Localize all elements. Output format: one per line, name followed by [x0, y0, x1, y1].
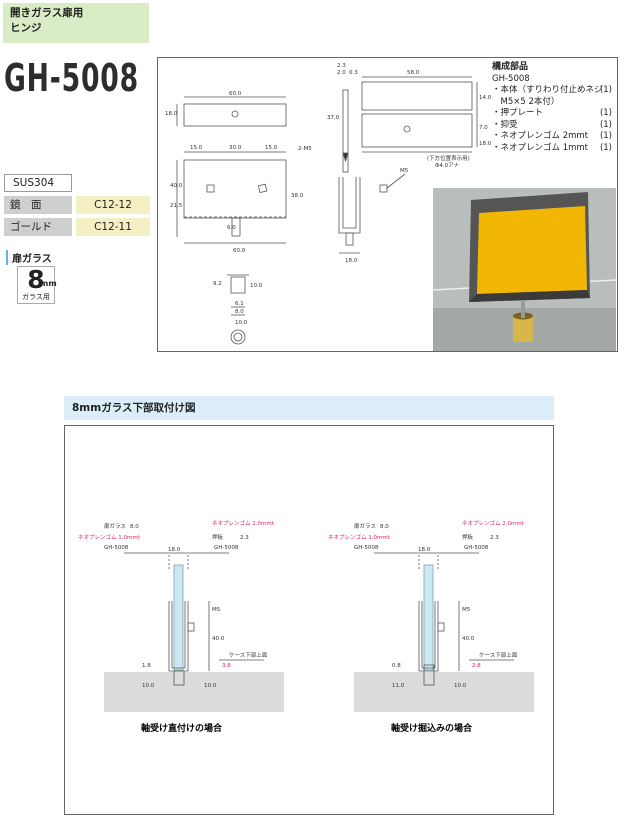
component-list-model: GH-5008	[492, 73, 530, 84]
label-glass-value: 8.0	[130, 524, 139, 530]
label-plate: 押板	[212, 533, 224, 541]
category-line-2: ヒンジ	[10, 22, 42, 34]
product-photo	[433, 188, 616, 351]
glass-thickness-badge: 8 mm ガラス用	[17, 265, 57, 304]
svg-text:15.0: 15.0	[190, 145, 203, 151]
installation-drawings: 扉ガラス 8.0 ネオプレンゴム 2.0mmt ネオプレンゴム 1.0mmt 押…	[78, 519, 534, 734]
label-plate-value: 2.3	[490, 535, 499, 541]
finish-name: ゴールド	[4, 218, 72, 236]
label-dim1: 1.8	[142, 663, 151, 669]
finish-code: C12-11	[76, 218, 150, 236]
component-list: 構成部品 GH-5008 ・本体（すりわり付止めネジ(1) M5×5 2本付） …	[492, 62, 612, 154]
svg-text:6.0: 6.0	[227, 225, 236, 231]
svg-text:14.0: 14.0	[479, 95, 492, 101]
svg-text:37.0: 37.0	[327, 115, 340, 121]
label-dim3: 10.0	[454, 683, 467, 689]
label-dim2: 11.0	[392, 683, 405, 689]
component-list-title: 構成部品	[492, 62, 529, 72]
label-rubber2: ネオプレンゴム 2.0mmt	[462, 519, 525, 527]
svg-text:6.1: 6.1	[235, 301, 244, 307]
component-item: M5×5 2本付）	[492, 96, 560, 107]
installation-drawing-frame	[64, 425, 554, 815]
label-model-left: GH-5008	[354, 545, 379, 551]
product-category-header: 開きガラス扉用 ヒンジ	[3, 3, 149, 43]
svg-text:0.3: 0.3	[349, 70, 358, 76]
section-title: 8mmガラス下部取付け図	[64, 396, 554, 420]
label-glass: 扉ガラス	[104, 522, 126, 530]
svg-text:58.0: 58.0	[407, 70, 420, 76]
component-item: ・押プレート(1)	[492, 108, 612, 118]
label-height: 40.0	[462, 636, 475, 642]
label-rubber2: ネオプレンゴム 2.0mmt	[212, 519, 275, 527]
technical-drawing-frame	[157, 57, 618, 352]
install-caption-direct: 軸受け直付けの場合	[141, 722, 223, 734]
label-glass: 扉ガラス	[354, 522, 376, 530]
install-caption-recessed: 軸受け掘込みの場合	[391, 722, 473, 734]
label-width: 18.0	[168, 547, 181, 553]
glass-unit: mm	[40, 279, 57, 288]
svg-text:9.2: 9.2	[213, 281, 222, 287]
label-plate-value: 2.3	[240, 535, 249, 541]
glass-label: 扉ガラス	[6, 250, 52, 265]
svg-text:(下方位置表示用): (下方位置表示用)	[427, 154, 470, 162]
svg-text:15.0: 15.0	[265, 145, 278, 151]
category-line-1: 開きガラス扉用	[10, 7, 84, 19]
material-label: SUS304	[4, 174, 72, 192]
svg-text:18.0: 18.0	[345, 258, 358, 264]
svg-text:60.0: 60.0	[233, 248, 246, 254]
label-model-right: GH-5008	[464, 545, 489, 551]
svg-text:2-M5: 2-M5	[298, 146, 312, 152]
label-model-right: GH-5008	[214, 545, 239, 551]
finish-code: C12-12	[76, 196, 150, 214]
label-rubber1: ネオプレンゴム 1.0mmt	[78, 533, 141, 541]
component-item: ・ネオプレンゴム 1mmt(1)	[492, 142, 612, 153]
svg-text:Φ4.0アナ: Φ4.0アナ	[435, 162, 459, 169]
component-item: ・ネオプレンゴム 2mmt(1)	[492, 131, 612, 141]
label-glass-value: 8.0	[380, 524, 389, 530]
label-height: 40.0	[212, 636, 225, 642]
label-dim4: 3.8	[222, 663, 231, 669]
svg-text:8.0: 8.0	[235, 309, 244, 315]
label-dim1: 0.8	[392, 663, 401, 669]
svg-text:18.0: 18.0	[165, 111, 178, 117]
svg-text:30.0: 30.0	[229, 145, 242, 151]
label-dim2: 10.0	[142, 683, 155, 689]
svg-text:2.3: 2.3	[337, 63, 346, 69]
svg-text:40.0: 40.0	[170, 183, 183, 189]
svg-text:38.0: 38.0	[291, 193, 304, 199]
label-dim3: 10.0	[204, 683, 217, 689]
finish-name: 鏡 面	[4, 196, 72, 214]
label-case: ケース下部上面	[229, 651, 268, 659]
glass-thickness: 8	[27, 265, 45, 294]
label-width: 18.0	[418, 547, 431, 553]
svg-text:2.0: 2.0	[337, 70, 346, 76]
svg-text:60.0: 60.0	[229, 91, 242, 97]
label-m5: M5	[462, 607, 471, 613]
svg-text:10.0: 10.0	[250, 283, 263, 289]
component-item: ・本体（すりわり付止めネジ(1)	[492, 85, 612, 95]
finish-row-gold: ゴールド C12-11	[4, 218, 150, 236]
model-number: GH-5008	[4, 56, 139, 100]
glass-caption: ガラス用	[22, 293, 50, 301]
finish-row-mirror: 鏡 面 C12-12	[4, 196, 150, 214]
label-model-left: GH-5008	[104, 545, 129, 551]
svg-text:10.0: 10.0	[235, 320, 248, 326]
label-dim4: 2.8	[472, 663, 481, 669]
label-case: ケース下部上面	[479, 651, 518, 659]
label-m5: M5	[212, 607, 221, 613]
component-item: ・抑受(1)	[492, 119, 612, 130]
svg-text:21.5: 21.5	[170, 203, 183, 209]
svg-text:7.0: 7.0	[479, 125, 488, 131]
svg-text:18.0: 18.0	[479, 141, 492, 147]
label-rubber1: ネオプレンゴム 1.0mmt	[328, 533, 391, 541]
label-plate: 押板	[462, 533, 474, 541]
svg-text:M5: M5	[400, 168, 409, 174]
